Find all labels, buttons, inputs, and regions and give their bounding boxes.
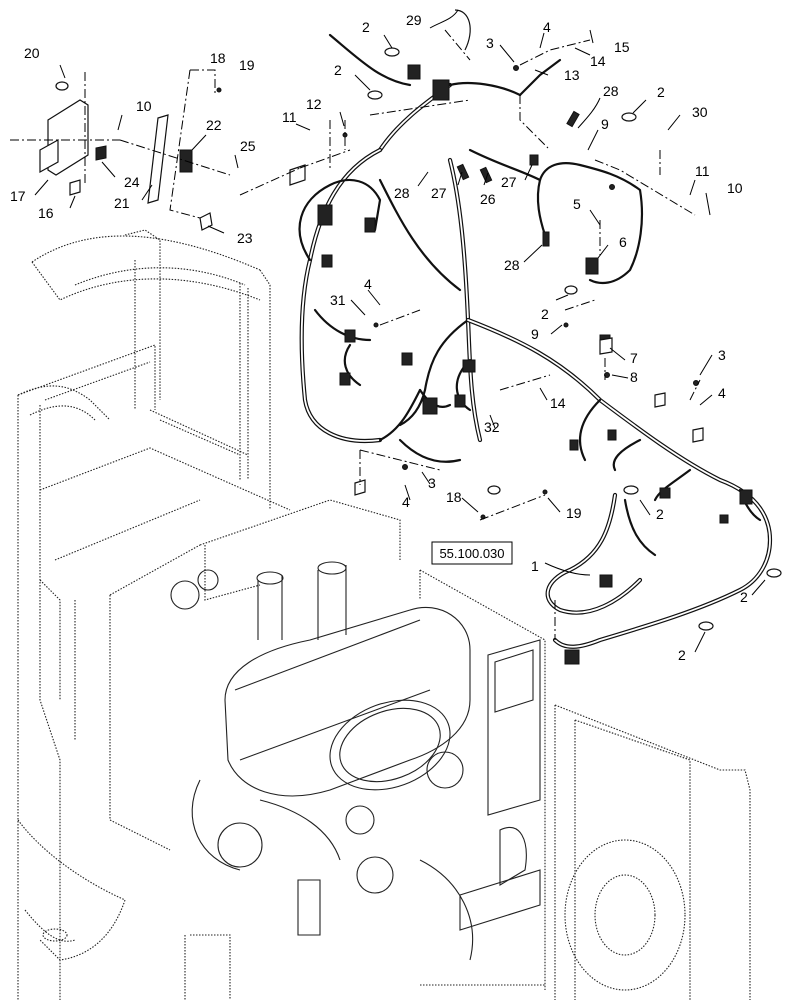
reference-box-label: 55.100.030	[439, 546, 504, 561]
callout-1: 1	[531, 558, 539, 574]
callout-2: 2	[678, 647, 686, 663]
callout-4: 4	[718, 385, 726, 401]
callout-32: 32	[484, 419, 500, 435]
callout-3: 3	[428, 475, 436, 491]
engine-assembly	[170, 561, 541, 961]
callout-3: 3	[486, 35, 494, 51]
callout-9: 9	[601, 116, 609, 132]
callout-4: 4	[364, 276, 372, 292]
callout-2: 2	[362, 19, 370, 35]
wiring-harness-main	[298, 33, 773, 649]
callout-25: 25	[240, 138, 256, 154]
callout-6: 6	[619, 234, 627, 250]
callout-18: 18	[210, 50, 226, 66]
connectors	[179, 64, 753, 665]
callout-7: 7	[630, 350, 638, 366]
callout-23: 23	[237, 230, 253, 246]
callout-13: 13	[564, 67, 580, 83]
callout-2: 2	[541, 306, 549, 322]
callout-14: 14	[550, 395, 566, 411]
callout-17: 17	[10, 188, 26, 204]
callout-5: 5	[573, 196, 581, 212]
callout-14: 14	[590, 53, 606, 69]
callout-29: 29	[406, 12, 422, 28]
callout-24: 24	[124, 174, 140, 190]
engine-compartment-outline	[109, 499, 751, 1000]
callout-9: 9	[531, 326, 539, 342]
callout-2: 2	[740, 589, 748, 605]
callout-12: 12	[306, 96, 322, 112]
callout-4: 4	[402, 494, 410, 510]
callout-2: 2	[334, 62, 342, 78]
cab-frame-outline	[17, 229, 291, 1000]
callout-20: 20	[24, 45, 40, 61]
callout-21: 21	[114, 195, 130, 211]
callout-3: 3	[718, 347, 726, 363]
callout-leaders	[34, 9, 766, 653]
callout-28: 28	[603, 83, 619, 99]
assembly-centerlines	[10, 29, 701, 640]
callout-11: 11	[282, 109, 297, 125]
callout-26: 26	[480, 191, 496, 207]
callout-16: 16	[38, 205, 54, 221]
callout-15: 15	[614, 39, 630, 55]
callout-22: 22	[206, 117, 222, 133]
callout-8: 8	[630, 369, 638, 385]
callout-labels: 20 18 19 2 29 4 3 15 14 13 2 10 12 11 22…	[10, 12, 748, 663]
callout-30: 30	[692, 104, 708, 120]
reference-box[interactable]: 55.100.030	[431, 541, 513, 565]
callout-11: 11	[695, 163, 710, 179]
callout-27: 27	[501, 174, 517, 190]
callout-2: 2	[656, 506, 664, 522]
callout-27: 27	[431, 185, 447, 201]
callout-19: 19	[239, 57, 255, 73]
callout-10: 10	[727, 180, 743, 196]
callout-31: 31	[330, 292, 346, 308]
callout-18: 18	[446, 489, 462, 505]
callout-10: 10	[136, 98, 152, 114]
callout-19: 19	[566, 505, 582, 521]
callout-28: 28	[504, 257, 520, 273]
mounting-brackets	[39, 9, 704, 496]
callout-4: 4	[543, 19, 551, 35]
callout-28: 28	[394, 185, 410, 201]
callout-2: 2	[657, 84, 665, 100]
